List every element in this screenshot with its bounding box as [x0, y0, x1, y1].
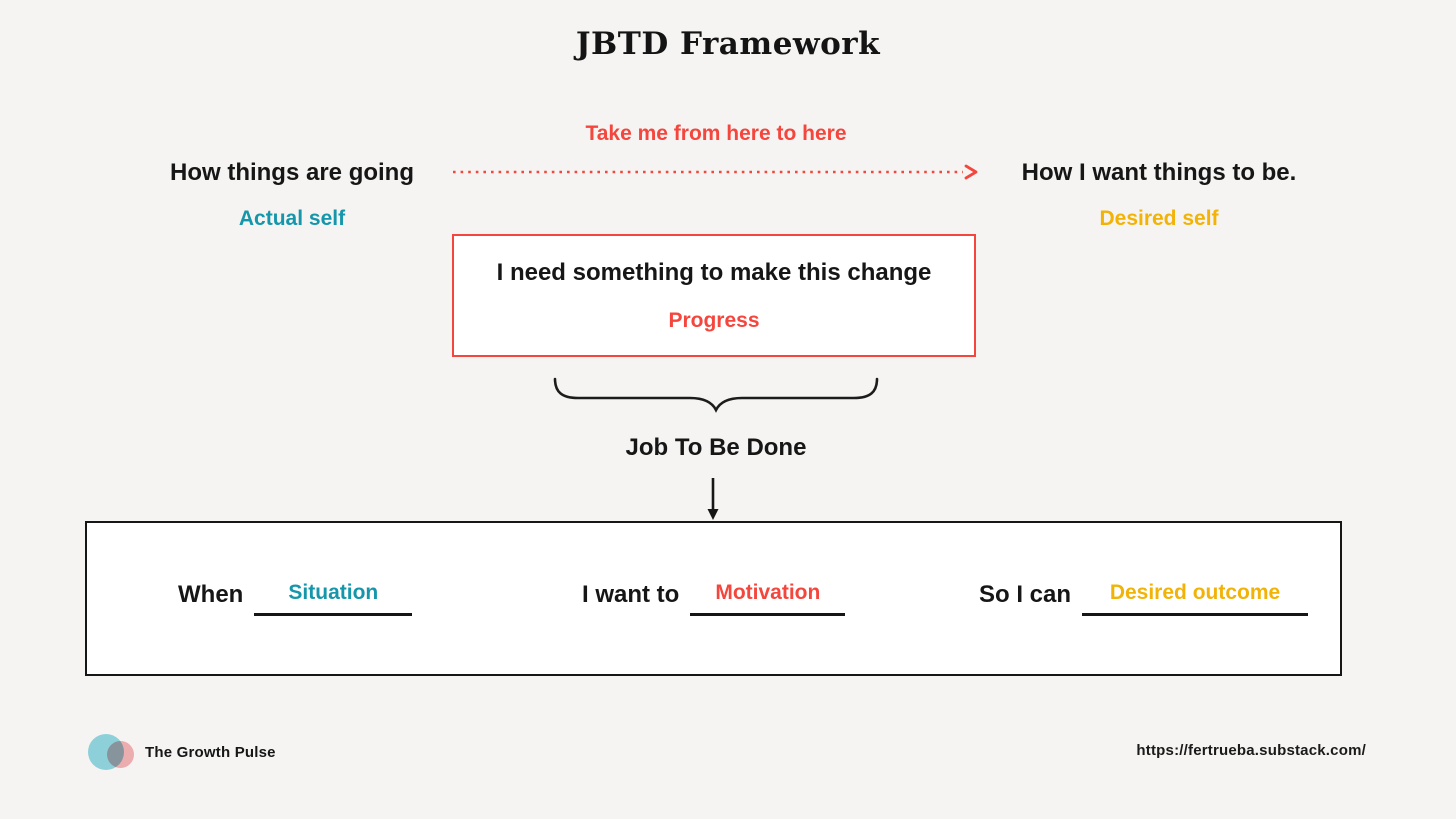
- change-box-text: I need something to make this change: [496, 259, 932, 286]
- growth-pulse-logo-icon: [88, 733, 136, 771]
- brand-name: The Growth Pulse: [145, 743, 276, 761]
- statement-box: When Situation I want to Motivation So I…: [85, 521, 1342, 676]
- statement-want: I want to Motivation: [582, 580, 846, 616]
- substack-url-link[interactable]: https://fertrueba.substack.com/: [1136, 742, 1366, 759]
- brand: The Growth Pulse: [88, 733, 276, 771]
- down-arrow-icon: [707, 478, 719, 520]
- desired-self-label: Desired self: [1099, 207, 1219, 230]
- state-from-label: How things are going: [170, 159, 414, 186]
- statement-outcome: So I can Desired outcome: [979, 580, 1309, 616]
- page-title: JBTD Framework: [575, 26, 881, 62]
- dotted-arrow-icon: [453, 164, 978, 180]
- situation-label: Situation: [288, 581, 379, 604]
- jtbd-label: Job To Be Done: [625, 434, 807, 461]
- curly-brace-icon: [553, 377, 879, 413]
- desired-outcome-blank: Desired outcome: [1082, 581, 1309, 616]
- when-prefix: When: [178, 581, 244, 608]
- motivation-label: Motivation: [715, 581, 821, 604]
- logo-circle-pink: [107, 741, 134, 768]
- so-i-can-prefix: So I can: [979, 581, 1072, 608]
- state-to-label: How I want things to be.: [1021, 159, 1297, 186]
- progress-label: Progress: [668, 309, 760, 332]
- motivation-blank: Motivation: [690, 581, 846, 616]
- situation-blank: Situation: [254, 581, 413, 616]
- desired-outcome-label: Desired outcome: [1109, 581, 1281, 604]
- actual-self-label: Actual self: [238, 207, 346, 230]
- statement-when: When Situation: [178, 580, 413, 616]
- want-prefix: I want to: [582, 581, 680, 608]
- change-box: I need something to make this change Pro…: [452, 234, 976, 357]
- arrow-label: Take me from here to here: [585, 122, 847, 145]
